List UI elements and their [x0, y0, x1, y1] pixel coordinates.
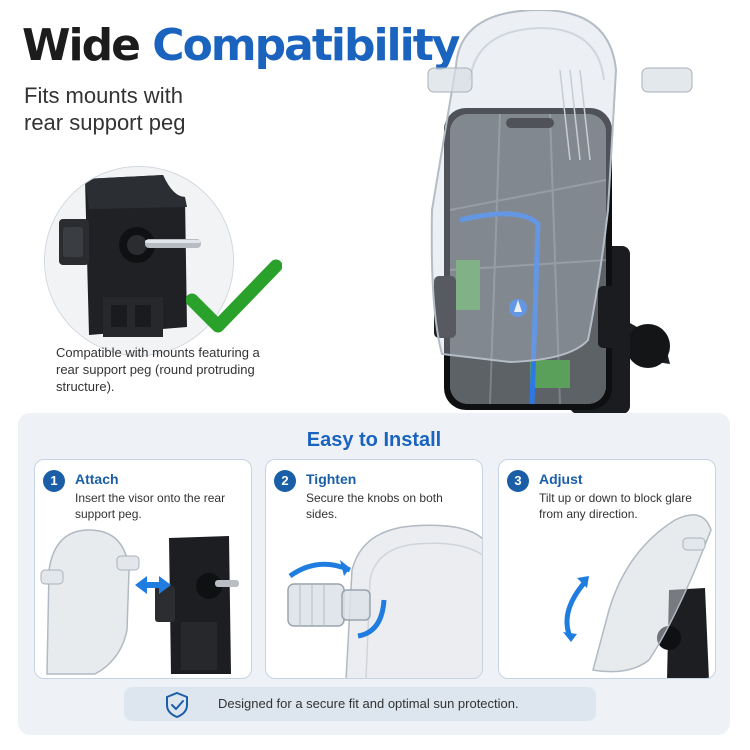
headline-part2: Compatibility	[152, 20, 460, 71]
step-number-3: 3	[507, 470, 529, 492]
step-number-2: 2	[274, 470, 296, 492]
subhead: Fits mounts with rear support peg	[24, 82, 254, 136]
subhead-line2: rear support peg	[24, 110, 186, 135]
step-title-adjust: Adjust	[539, 471, 583, 487]
step-card-attach: 1 Attach Insert the visor onto the rear …	[34, 459, 252, 679]
fit-banner: Designed for a secure fit and optimal su…	[124, 687, 596, 721]
step-card-adjust: 3 Adjust Tilt up or down to block glare …	[498, 459, 716, 679]
compatibility-note: Compatible with mounts featuring a rear …	[56, 345, 260, 394]
install-title: Easy to Install	[306, 429, 442, 451]
headline-part1: Wide	[22, 20, 141, 71]
visor-phone-hero-image	[427, 10, 693, 414]
step-desc-tighten: Secure the knobs on both sides.	[306, 491, 443, 521]
double-arrow-icon	[135, 576, 171, 594]
peg-closeup-image	[44, 166, 234, 356]
step-number-1: 1	[43, 470, 65, 492]
adjust-illustration	[563, 514, 712, 678]
banner-text: Designed for a secure fit and optimal su…	[218, 696, 519, 711]
step-title-tighten: Tighten	[306, 471, 357, 487]
step-desc-attach: Insert the visor onto the rear support p…	[75, 491, 226, 521]
headline: Wide Compatibility	[22, 20, 460, 72]
top-section: Wide Compatibility Fits mounts with rear…	[22, 10, 693, 414]
shield-check-icon	[166, 691, 188, 719]
attach-illustration	[40, 529, 239, 675]
step-card-tighten: 2 Tighten Secure the knobs on both sides…	[265, 459, 483, 679]
mount-peg-illustration	[45, 167, 233, 355]
step-title-attach: Attach	[75, 471, 119, 487]
install-panel: Easy to Install 1 Attach Insert the viso…	[18, 413, 730, 735]
tighten-illustration	[287, 524, 482, 678]
check-mark-icon	[186, 259, 282, 333]
step-desc-adjust: Tilt up or down to block glare from any …	[539, 491, 692, 521]
subhead-line1: Fits mounts with	[24, 83, 183, 108]
